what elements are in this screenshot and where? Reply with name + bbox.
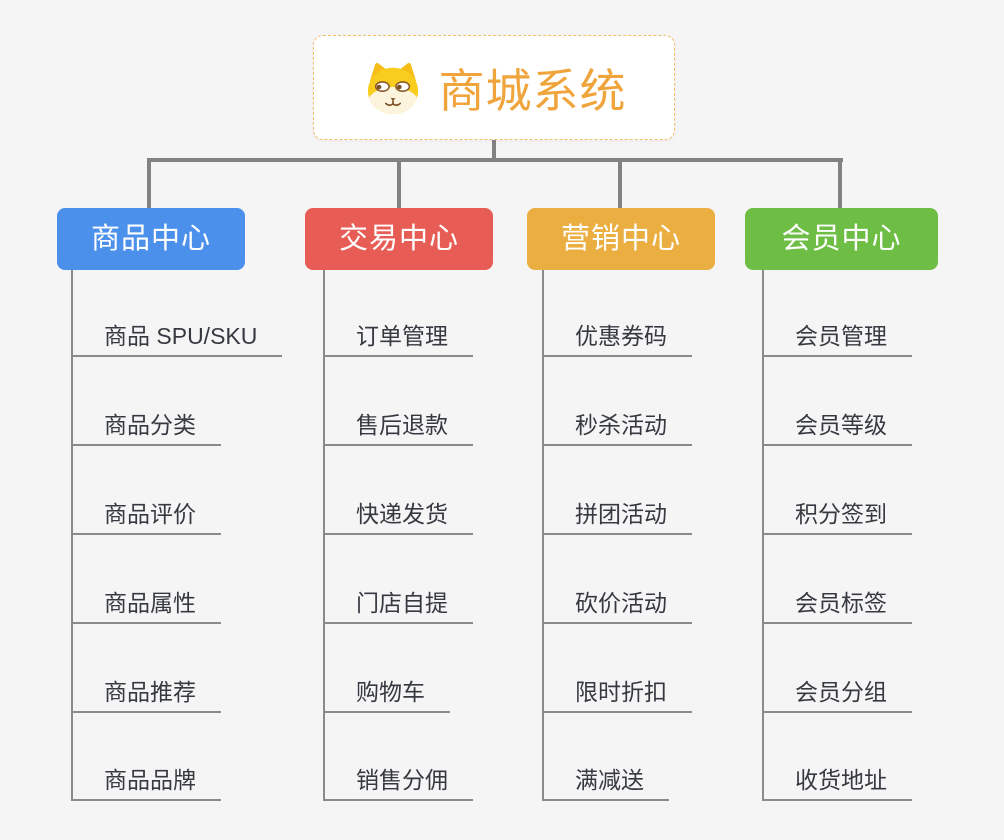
leaf-node[interactable]: 商品分类 [71,410,221,446]
connector-horizontal-trunk [147,158,843,162]
branch-node-product-center[interactable]: 商品中心 [57,208,245,270]
branch-node-trade-center[interactable]: 交易中心 [305,208,493,270]
leaf-node[interactable]: 订单管理 [323,321,473,357]
leaf-node[interactable]: 会员标签 [762,588,912,624]
connector-drop-trade [397,158,401,210]
leaf-node[interactable]: 售后退款 [323,410,473,446]
leaf-node[interactable]: 收货地址 [762,765,912,801]
leaf-node[interactable]: 会员等级 [762,410,912,446]
connector-drop-marketing [618,158,622,210]
root-node[interactable]: 商城系统 [313,35,675,140]
leaf-node[interactable]: 门店自提 [323,588,473,624]
leaf-node[interactable]: 优惠券码 [542,321,692,357]
column-stem-marketing [542,270,544,801]
leaf-node[interactable]: 商品属性 [71,588,221,624]
column-stem-product [71,270,73,801]
connector-drop-member [838,158,842,210]
leaf-node[interactable]: 商品推荐 [71,677,221,713]
shiba-dog-icon [362,61,424,115]
branch-node-member-center[interactable]: 会员中心 [745,208,938,270]
leaf-node[interactable]: 商品品牌 [71,765,221,801]
leaf-node[interactable]: 商品 SPU/SKU [71,321,283,357]
leaf-node[interactable]: 销售分佣 [323,765,473,801]
leaf-node[interactable]: 会员分组 [762,677,912,713]
leaf-node[interactable]: 购物车 [323,677,450,713]
leaf-node[interactable]: 满减送 [542,765,669,801]
connector-drop-product [147,158,151,210]
leaf-node[interactable]: 拼团活动 [542,499,692,535]
leaf-node[interactable]: 砍价活动 [542,588,692,624]
column-stem-member [762,270,764,801]
leaf-node[interactable]: 限时折扣 [542,677,692,713]
leaf-node[interactable]: 会员管理 [762,321,912,357]
root-node-label: 商城系统 [438,64,627,117]
column-stem-trade [323,270,325,801]
connector-root-stem [492,140,496,162]
leaf-node[interactable]: 商品评价 [71,499,221,535]
leaf-node[interactable]: 快递发货 [323,499,473,535]
leaf-node[interactable]: 积分签到 [762,499,912,535]
leaf-node[interactable]: 秒杀活动 [542,410,692,446]
branch-node-marketing-center[interactable]: 营销中心 [527,208,715,270]
